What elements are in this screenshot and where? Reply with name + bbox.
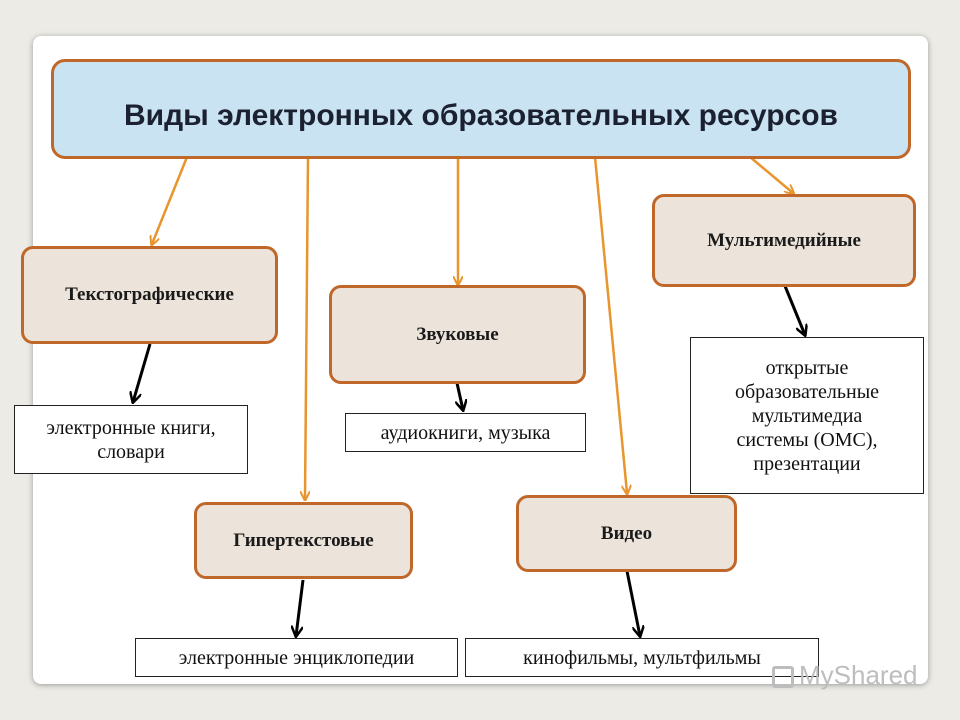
- watermark-text: MyShared: [799, 660, 918, 690]
- category-textographic: Текстографические: [21, 246, 278, 344]
- category-multimedia-label: Мультимедийные: [707, 229, 861, 251]
- example-textographic: электронные книги, словари: [14, 405, 248, 474]
- example-multimedia: открытые образовательные мультимедиа сис…: [690, 337, 924, 494]
- arrow-to-hypertext: [305, 156, 308, 499]
- arrow-to-textographic: [152, 156, 189, 244]
- arrow-textographic-example: [133, 343, 152, 402]
- category-video: Видео: [516, 495, 737, 572]
- category-sound: Звуковые: [329, 285, 586, 384]
- arrow-hypertext-example: [296, 579, 305, 636]
- arrow-video-example: [625, 570, 640, 636]
- watermark: MyShared: [772, 660, 918, 691]
- category-video-label: Видео: [600, 522, 653, 544]
- category-hypertext-label: Гипертекстовые: [233, 529, 374, 551]
- category-textographic-label: Текстографические: [65, 284, 234, 305]
- arrow-sound-example: [457, 382, 463, 410]
- arrow-to-multimedia: [749, 156, 793, 193]
- category-multimedia: Мультимедийные: [652, 194, 916, 287]
- example-hypertext: электронные энциклопедии: [135, 638, 458, 677]
- example-video: кинофильмы, мультфильмы: [465, 638, 819, 677]
- category-sound-label: Звуковые: [416, 323, 499, 345]
- arrow-to-video: [593, 156, 627, 493]
- watermark-icon: [772, 666, 794, 688]
- example-sound: аудиокниги, музыка: [345, 413, 586, 452]
- arrow-multimedia-example: [783, 285, 805, 335]
- main-title-box: Виды электронных образовательных ресурсо…: [51, 59, 911, 159]
- category-hypertext: Гипертекстовые: [194, 502, 413, 579]
- main-title: Виды электронных образовательных ресурсо…: [124, 99, 838, 132]
